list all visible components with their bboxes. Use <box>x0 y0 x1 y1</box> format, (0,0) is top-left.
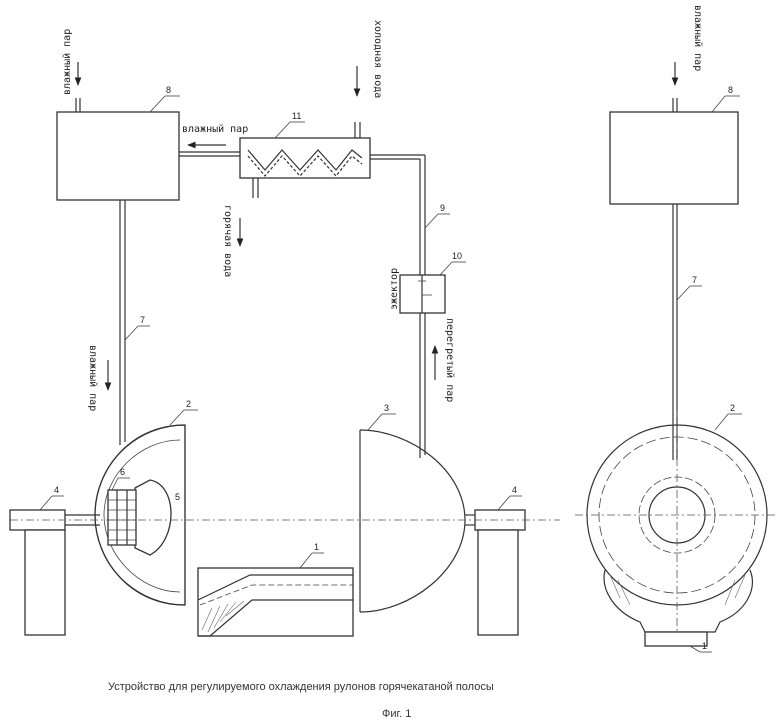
callout-7-right: 7 <box>692 275 697 285</box>
roll-core-5 <box>134 479 172 556</box>
callout-5: 5 <box>175 492 180 502</box>
ejector-10 <box>399 274 446 314</box>
steam-generator-8-left <box>56 111 180 201</box>
callout-4-left: 4 <box>54 485 59 495</box>
wet-steam-inlet-arrow-top-left <box>74 62 82 112</box>
label-ejector: эжектор <box>389 268 400 310</box>
callout-1-right: 1 <box>702 641 707 651</box>
callout-2-right: 2 <box>730 403 735 413</box>
heat-exchanger-11 <box>239 122 371 198</box>
callout-9: 9 <box>440 203 445 213</box>
spring-assembly-6 <box>107 489 137 546</box>
callout-1-section: 1 <box>314 542 319 552</box>
pipe-9 <box>370 154 426 275</box>
steam-generator-8-right <box>609 111 739 205</box>
callout-11: 11 <box>292 111 301 121</box>
callout-6: 6 <box>120 467 125 477</box>
figure-caption-number: Фиг. 1 <box>382 708 411 720</box>
label-wet-steam-exchanger: влажный пар <box>182 123 248 135</box>
hood-3 <box>359 429 466 613</box>
callout-3: 3 <box>384 403 389 413</box>
callout-2-left: 2 <box>186 399 191 409</box>
callout-7-left: 7 <box>140 315 145 325</box>
support-4-left <box>9 509 100 636</box>
callout-8-left: 8 <box>166 85 171 95</box>
callout-10: 10 <box>452 251 462 261</box>
callout-8-right: 8 <box>728 85 733 95</box>
label-wet-steam-top-left: влажный пар <box>61 29 73 95</box>
support-4-middle <box>465 509 526 636</box>
pipe-7-left <box>119 200 126 445</box>
figure-caption-title: Устройство для регулируемого охлаждения … <box>108 681 494 693</box>
label-wet-steam-top-right: влажный пар <box>692 5 704 71</box>
base-1-right <box>644 631 708 647</box>
label-hot-water: горячая вода <box>222 205 233 277</box>
callout-4-middle: 4 <box>512 485 517 495</box>
label-cold-water: холодная вода <box>372 20 383 98</box>
pipe-7-right <box>672 204 678 460</box>
wet-steam-inlet-arrow-top-right <box>671 62 679 112</box>
roll-section-1 <box>197 567 354 637</box>
label-wet-steam-pipe7: влажный пар <box>87 345 99 411</box>
label-superheated-steam: перегретый пар <box>444 318 456 402</box>
